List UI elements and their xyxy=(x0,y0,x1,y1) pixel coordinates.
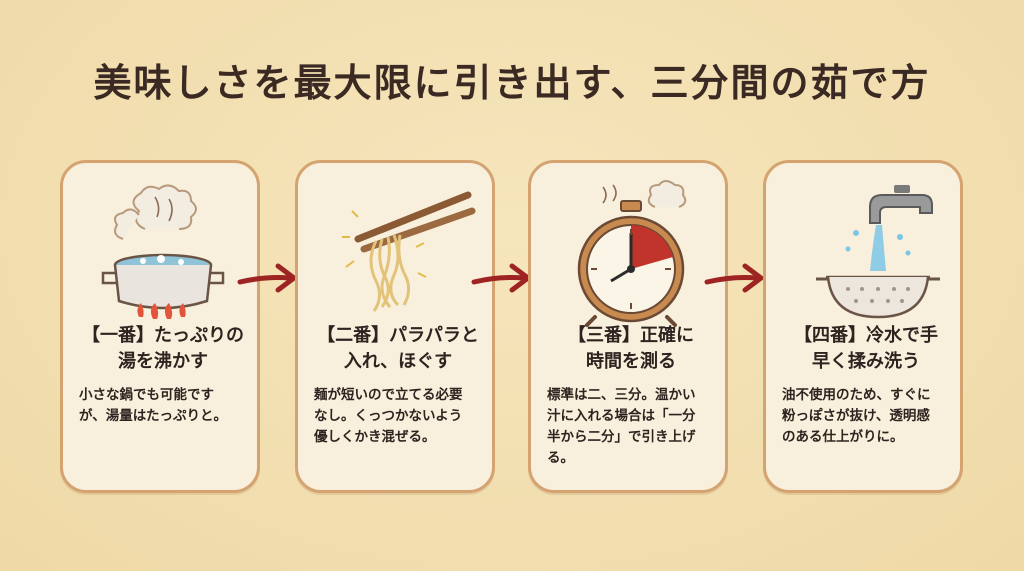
arrow-right-icon xyxy=(471,263,531,293)
chopsticks-noodles-icon xyxy=(342,191,476,312)
step-card-1: 【一番】たっぷりの湯を沸かす 小さな鍋でも可能ですが、湯量はたっぷりと。 xyxy=(60,160,260,493)
step-description: 麺が短いので立てる必要なし。くっつかないよう優しくかき混ぜる。 xyxy=(314,387,463,445)
step-description: 油不使用のため、すぐに粉っぽさが抜け、透明感のある仕上がりに。 xyxy=(782,387,931,445)
step-card-4: 【四番】冷水で手早く揉み洗う 油不使用のため、すぐに粉っぽさが抜け、透明感のある… xyxy=(763,160,963,493)
arrow-right-icon xyxy=(704,263,764,293)
page-title: 美味しさを最大限に引き出す、三分間の茹で方 xyxy=(93,60,931,105)
step-heading: 【四番】冷水で手早く揉み洗う xyxy=(794,325,938,372)
step-heading: 【二番】パラパラと入れ、ほぐす xyxy=(317,325,479,372)
step-heading: 【三番】正確に時間を測る xyxy=(568,325,694,372)
step-heading: 【一番】たっぷりの湯を沸かす xyxy=(82,325,244,372)
step-description: 標準は二、三分。温かい汁に入れる場合は「一分半から二分」で引き上げる。 xyxy=(547,387,696,466)
colander-faucet-icon xyxy=(816,185,940,319)
step-card-3: 【三番】正確に時間を測る 標準は二、三分。温かい汁に入れる場合は「一分半から二分… xyxy=(528,160,728,493)
step-description: 小さな鍋でも可能ですが、湯量はたっぷりと。 xyxy=(79,387,227,424)
boiling-pot-icon xyxy=(101,184,225,319)
arrow-right-icon xyxy=(237,263,297,293)
timer-clock-icon xyxy=(577,180,687,327)
step-card-2: 【二番】パラパラと入れ、ほぐす 麺が短いので立てる必要なし。くっつかないよう優し… xyxy=(295,160,495,493)
